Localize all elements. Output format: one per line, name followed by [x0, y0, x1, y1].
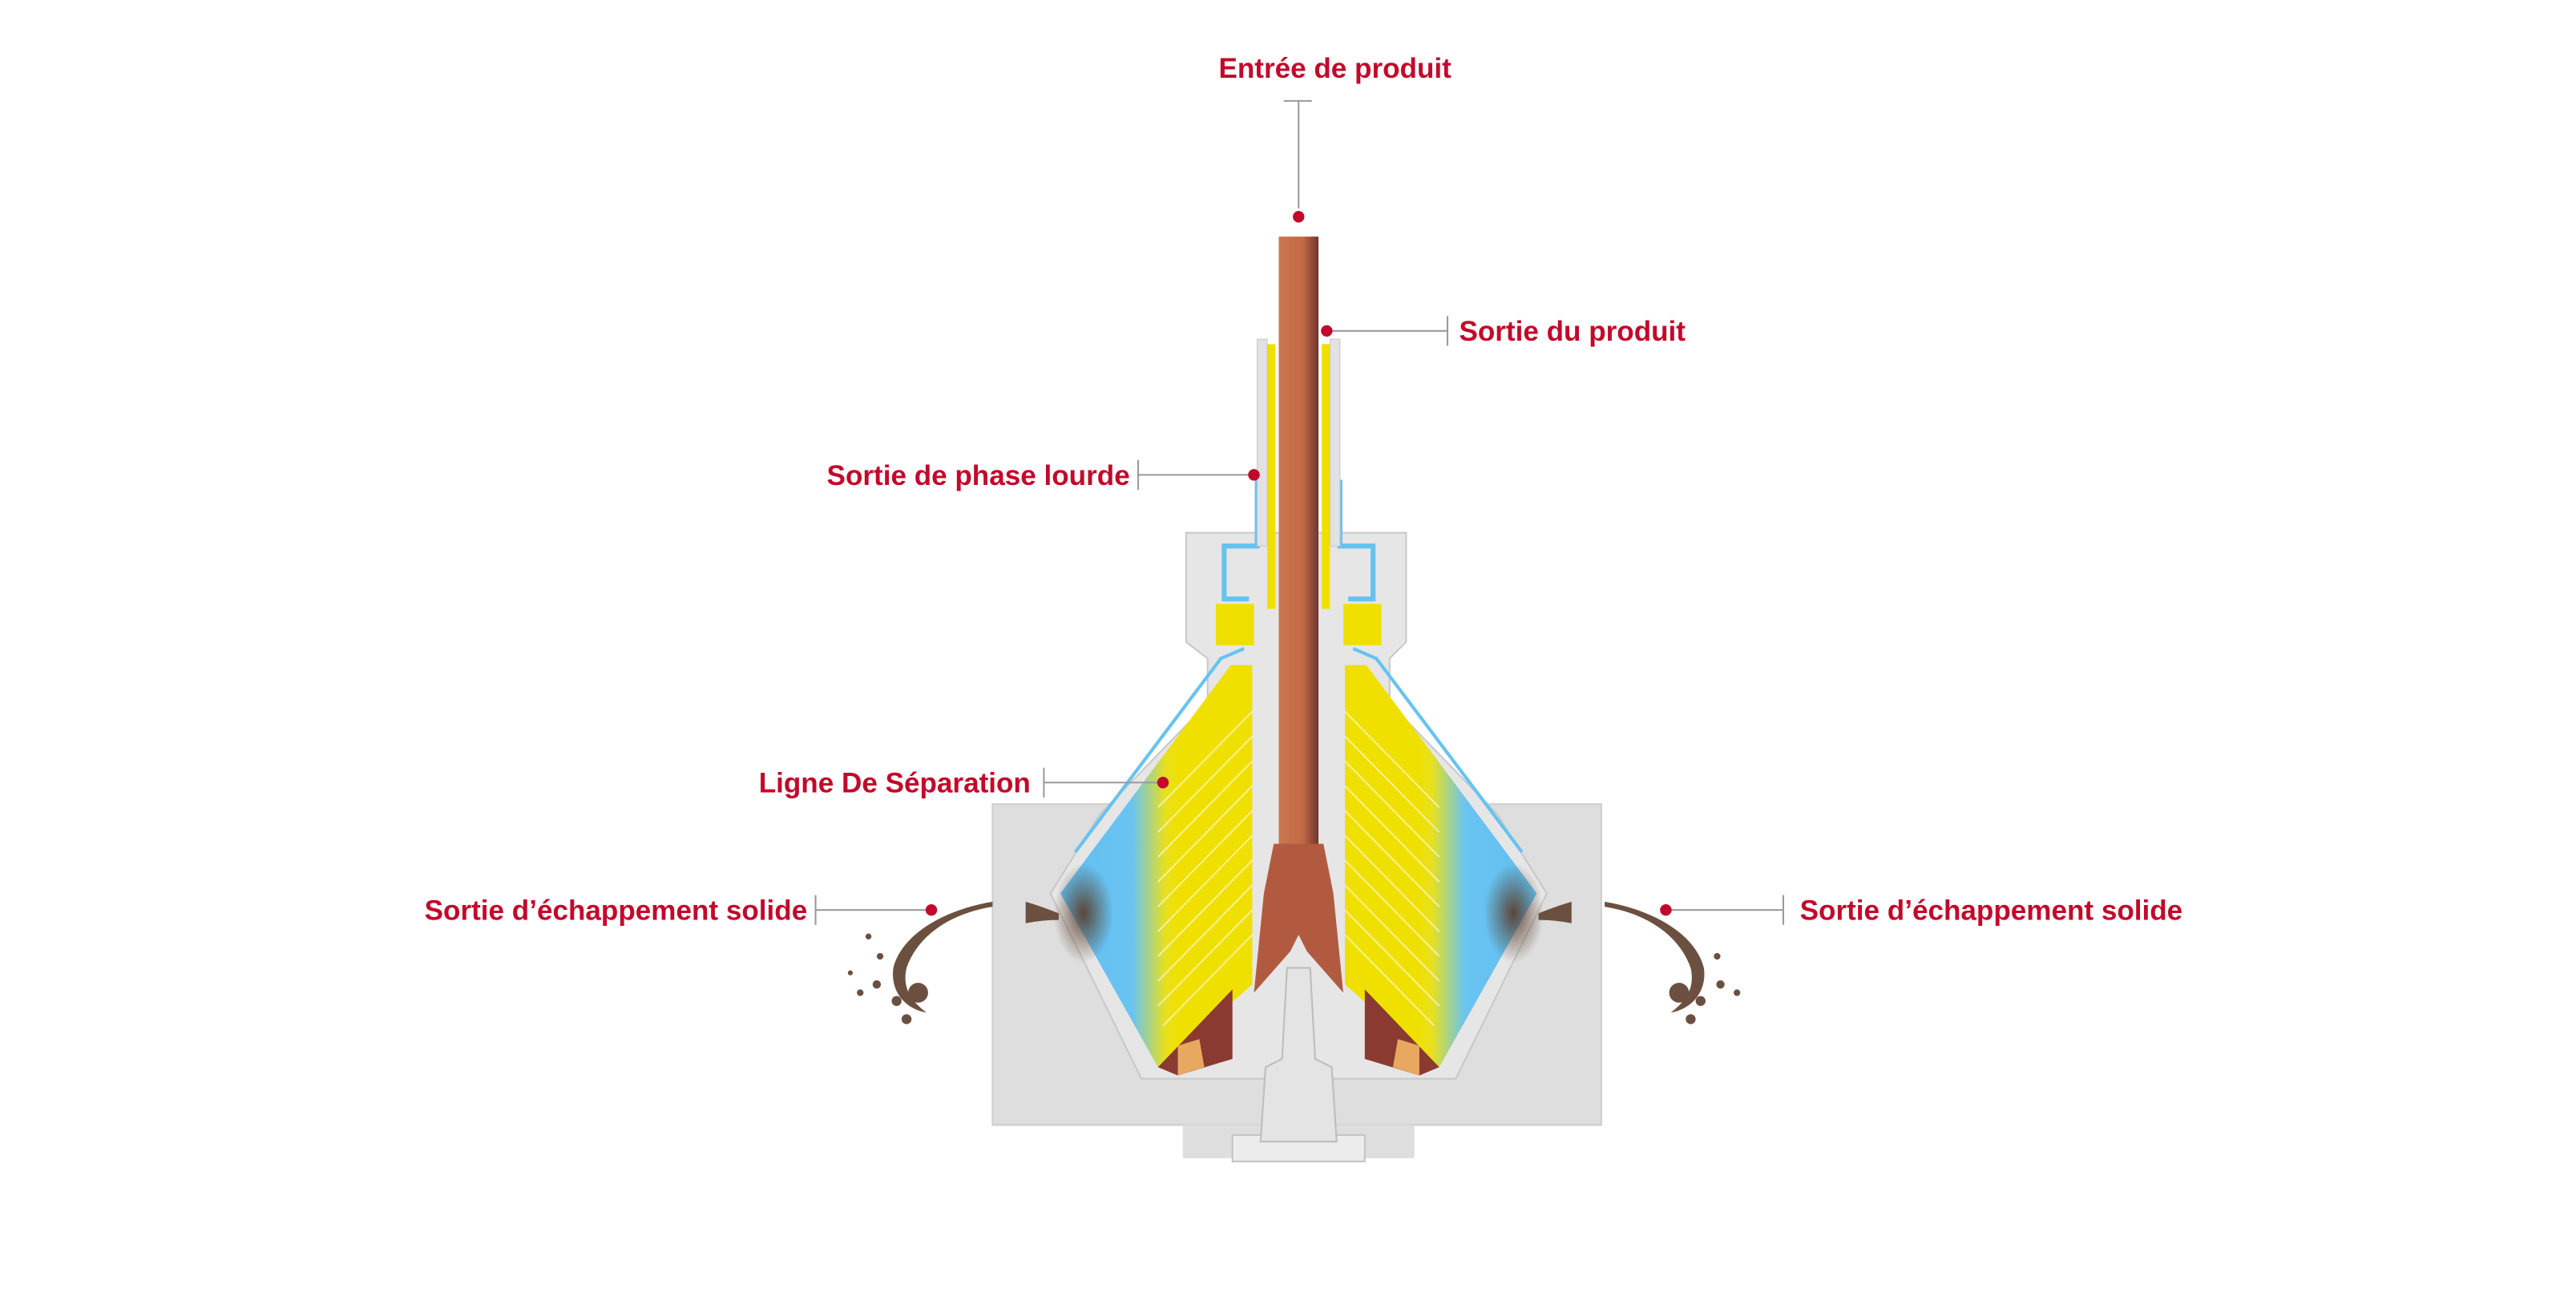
- marker-dot: [1248, 469, 1260, 481]
- label-solid-discharge-left: Sortie d’échappement solide: [425, 895, 808, 927]
- label-product-inlet: Entrée de produit: [1218, 53, 1452, 84]
- solids-splatter-left: [847, 901, 993, 1024]
- callout-heavy-phase-outlet: Sortie de phase lourde: [827, 460, 1260, 491]
- spindle: [1259, 967, 1338, 1143]
- marker-dot: [1293, 211, 1305, 223]
- callout-solid-discharge-right: Sortie d’échappement solide: [1660, 895, 2182, 927]
- lower-product-chamber: [1157, 989, 1233, 1076]
- label-product-outlet: Sortie du produit: [1459, 316, 1686, 347]
- callout-separation-line: Ligne De Séparation: [759, 768, 1169, 799]
- callout-solid-discharge-left: Sortie d’échappement solide: [425, 895, 938, 927]
- marker-dot: [925, 903, 938, 916]
- product-inlet-tube: [1278, 236, 1319, 849]
- marker-dot: [1321, 325, 1333, 337]
- label-solid-discharge-right: Sortie d’échappement solide: [1800, 895, 2183, 927]
- callout-product-inlet: Entrée de produit: [1218, 53, 1452, 223]
- callout-product-outlet: Sortie du produit: [1321, 316, 1686, 347]
- marker-dot: [1660, 903, 1672, 916]
- solids-accumulation: [1053, 863, 1114, 964]
- marker-dot: [1157, 777, 1169, 789]
- distributor: [1254, 843, 1343, 993]
- solids-port: [1025, 901, 1059, 923]
- solids-splatter-right: [1605, 901, 1741, 1024]
- label-separation-line: Ligne De Séparation: [759, 768, 1031, 799]
- label-heavy-phase-outlet: Sortie de phase lourde: [827, 460, 1130, 491]
- separation-chamber: [1060, 665, 1253, 1068]
- heavy-phase-channel: [1073, 647, 1245, 854]
